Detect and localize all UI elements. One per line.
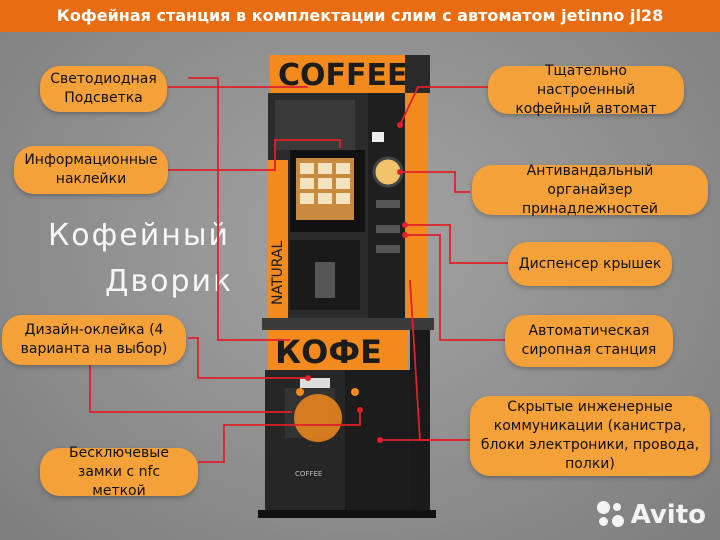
callout-machine: Тщательно настроенный кофейный автомат: [488, 63, 684, 117]
side-orange-panel: [268, 160, 288, 320]
middle-sign-panel: [268, 330, 408, 370]
connector-design-top: [188, 77, 290, 341]
counter-shelf: [262, 318, 434, 330]
connector-design-2: [89, 365, 292, 413]
connector-lids: [405, 224, 510, 264]
connector-design: [188, 337, 308, 379]
callout-hidden: Скрытые инженерные коммуникации (канистр…: [470, 396, 710, 476]
connector-locks: [198, 410, 361, 463]
page-title: Кофейная станция в комплектации слим с а…: [0, 0, 720, 32]
side-text: NATURAL: [270, 241, 286, 305]
connector-hidden-2: [409, 279, 470, 441]
connector-machine: [399, 86, 488, 126]
avito-logo: Avito: [596, 500, 706, 530]
callout-led: Светодиодная Подсветка: [40, 66, 167, 112]
connector-organizer: [400, 171, 470, 193]
connector-stickers: [168, 139, 341, 171]
callout-organizer: Антивандальный органайзер принадлежносте…: [472, 163, 708, 217]
avito-dots-icon: [596, 501, 625, 529]
callout-lids: Диспенсер крышек: [508, 242, 672, 286]
avito-text: Avito: [630, 500, 706, 530]
watermark-line2: Дворик: [105, 264, 234, 299]
cabinet-brand: COFFEE: [295, 470, 322, 478]
middle-sign-text: КОФЕ: [275, 333, 382, 371]
nfc-lock-2: [296, 388, 304, 396]
connector-syrup: [405, 234, 505, 341]
callout-syrup: Автоматическая сиропная станция: [505, 315, 673, 367]
watermark-line1: Кофейный: [48, 218, 231, 253]
nfc-lock-1: [351, 388, 359, 396]
cabinet-cup-graphic: [294, 394, 342, 442]
callout-stickers: Информационные наклейки: [14, 146, 168, 194]
callout-locks: Бесключевые замки с nfc меткой: [40, 445, 198, 499]
callout-design: Дизайн-оклейка (4 варианта на выбор): [2, 315, 186, 365]
